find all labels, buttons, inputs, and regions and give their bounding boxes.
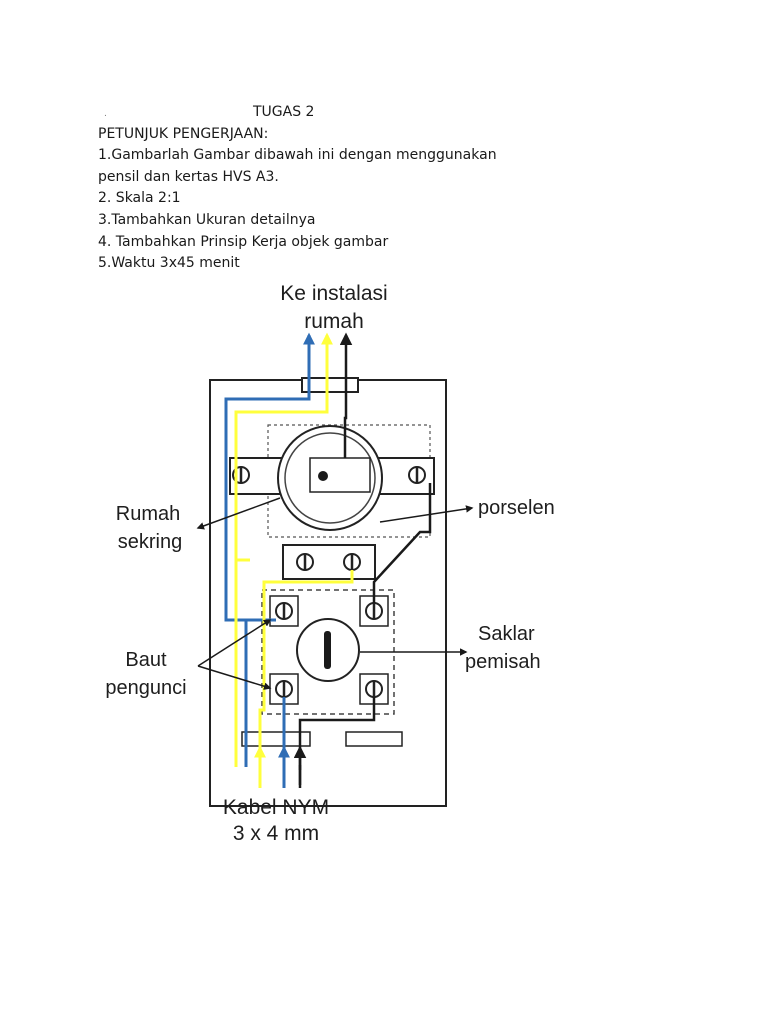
- fuse-box-diagram: Ke instalasi rumah Rumah sekring porsele…: [105, 282, 555, 845]
- black-wire-upper: [372, 483, 432, 603]
- label-rumah-sekring-2: sekring: [118, 531, 182, 553]
- pointer-porselen: [379, 505, 474, 523]
- title-marker: .: [104, 109, 107, 119]
- fuse-cap: [309, 457, 371, 493]
- switch-screw-br: [365, 680, 383, 698]
- title-line: . TUGAS 2: [98, 102, 497, 124]
- terminal-screw-right: [343, 553, 361, 571]
- switch-knob: [296, 618, 360, 682]
- black-wire: [298, 697, 376, 770]
- pointer-rumah-sekring: [196, 497, 281, 530]
- fuse-screw-right: [408, 466, 426, 484]
- switch-screw-tl: [275, 602, 293, 620]
- pointer-baut-1: [197, 619, 272, 667]
- terminal-screw-left: [296, 553, 314, 571]
- blue-wire: [224, 332, 315, 767]
- instruction-line: 1.Gambarlah Gambar dibawah ini dengan me…: [98, 147, 497, 164]
- instruction-heading: PETUNJUK PENGERJAAN:: [98, 125, 269, 142]
- pointer-baut-2: [197, 665, 272, 690]
- label-rumah-sekring-1: Rumah: [116, 503, 180, 525]
- instruction-line: 3.Tambahkan Ukuran detailnya: [98, 211, 316, 228]
- label-porselen: porselen: [478, 497, 555, 519]
- yellow-wire: [234, 332, 333, 767]
- switch-screw-bl: [275, 680, 293, 698]
- instruction-line: 4. Tambahkan Prinsip Kerja objek gambar: [98, 233, 389, 250]
- fuse-contact-dot: [318, 471, 328, 481]
- label-cable-size: 3 x 4 mm: [233, 822, 319, 845]
- document-title: TUGAS 2: [253, 104, 315, 120]
- instructions-block: . TUGAS 2 PETUNJUK PENGERJAAN: 1.Gambarl…: [98, 102, 497, 275]
- label-kabel-nym: Kabel NYM: [223, 796, 329, 819]
- label-ke-instalasi: Ke instalasi: [280, 282, 387, 305]
- instruction-line: 2. Skala 2:1: [98, 190, 181, 207]
- label-rumah: rumah: [304, 310, 364, 333]
- black-wire-top: [339, 332, 353, 458]
- label-saklar-2: pemisah: [465, 651, 541, 673]
- instruction-line: pensil dan kertas HVS A3.: [98, 168, 279, 185]
- label-baut-2: pengunci: [105, 677, 186, 699]
- label-baut-1: Baut: [125, 649, 167, 671]
- bottom-cable-entry-right: [345, 731, 403, 747]
- label-saklar-1: Saklar: [478, 623, 535, 645]
- instruction-line: 5.Waktu 3x45 menit: [98, 255, 240, 272]
- switch-screw-tr: [365, 602, 383, 620]
- fuse-housing-inner: [284, 432, 376, 524]
- top-cable-entry: [301, 377, 359, 393]
- yellow-wire-to-fuse: [258, 570, 354, 767]
